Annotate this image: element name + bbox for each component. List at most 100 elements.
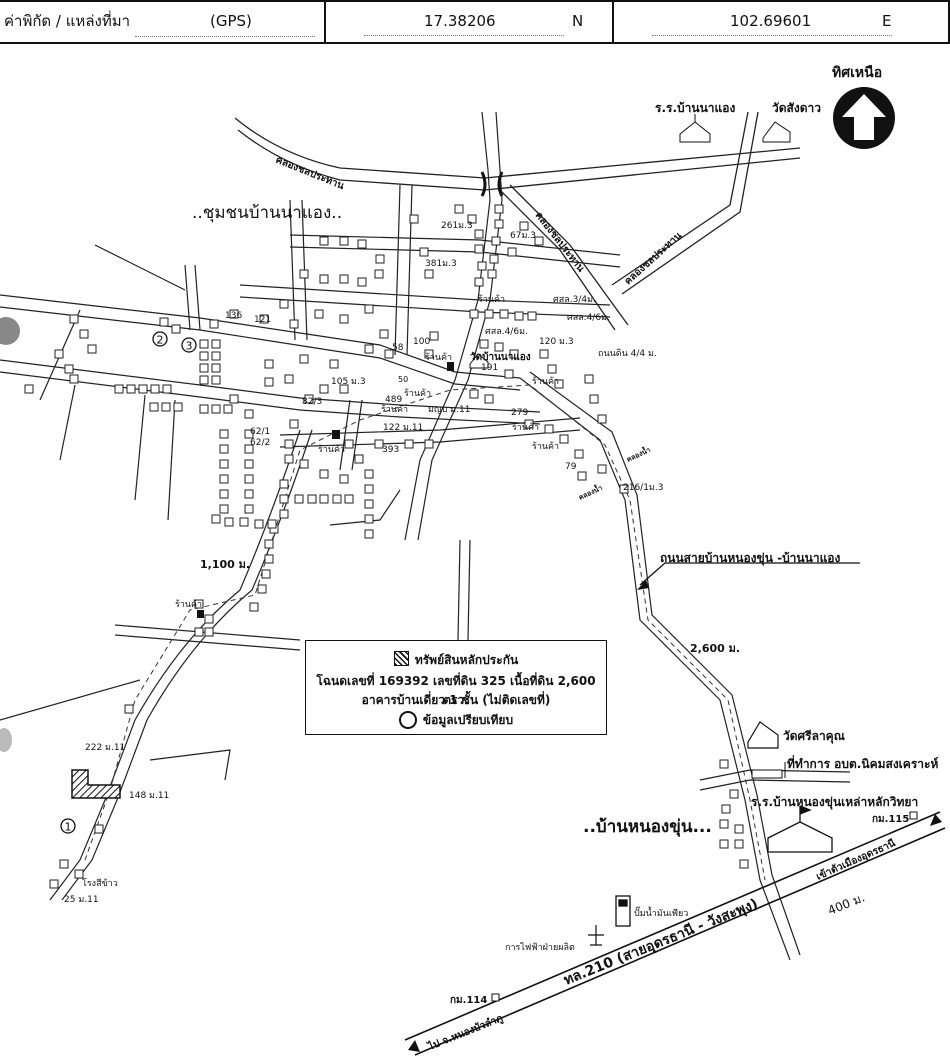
latitude-value: 17.38206: [424, 12, 496, 30]
comparison-marker-3: 3: [181, 337, 197, 353]
house-216-label: 216/1ม.3: [623, 483, 663, 493]
coordinate-header: ค่าพิกัด / แหล่งที่มา (GPS) 17.38206 N 1…: [0, 0, 950, 46]
wat-sang-dao-label: วัดสังดาว: [772, 101, 821, 115]
svg-text:3: 3: [186, 340, 193, 353]
canal-bridge: [480, 171, 504, 197]
school-na-aeng-label: ร.ร.บ้านนาแอง: [655, 101, 735, 115]
house-279-label: 279: [511, 408, 528, 418]
house-121-label: 121: [254, 315, 271, 325]
comparison-marker-2: 2: [152, 331, 168, 347]
north-label: ทิศเหนือ: [832, 65, 882, 81]
house-393-label: 393: [382, 445, 399, 455]
shop-label-8: ร้านค้า: [318, 444, 345, 455]
latitude-cell: 17.38206 N: [324, 0, 614, 44]
house-62-1-label: 62/1: [250, 427, 270, 437]
house-25-label: 25 ม.11: [64, 895, 99, 905]
community-na-aeng-label: ..ชุมชนบ้านนาแอง..: [192, 203, 342, 223]
latitude-dir: N: [572, 12, 584, 30]
community-nong-khun-label: ..บ้านหนองขุ่น...: [583, 817, 712, 837]
comparison-marker-1: 1: [60, 818, 76, 834]
irrigation-canal-east: [611, 111, 759, 295]
irrigation-canal-top: [234, 117, 801, 191]
circle-swatch-icon: [398, 711, 417, 729]
school-icon-nong-khun: [767, 805, 833, 853]
wat-na-aeng-label: วัดบ้านนาแอง: [470, 351, 531, 363]
temple-icon-ban-na-aeng: [469, 353, 489, 369]
km-marker-115-icon: [909, 811, 918, 820]
gas-station-label: ปั๊มน้ำมันเพียว: [634, 906, 688, 919]
gas-station-icon: [615, 895, 631, 927]
house-50-label: 50: [398, 375, 408, 384]
coord-source: (GPS): [210, 12, 252, 30]
svg-text:2: 2: [157, 334, 164, 347]
shop-markers: [197, 362, 454, 618]
collateral-land-plot: [71, 769, 121, 799]
house-58-label: 58: [392, 343, 404, 353]
road-pointer-arrowhead: [637, 580, 649, 590]
house-82-label: 82/3: [302, 397, 322, 407]
house-blocks: [24, 204, 749, 889]
irrigation-canal-south: [499, 184, 629, 331]
north-arrow-icon: [833, 87, 895, 149]
electricity-label: การไฟฟ้าฝ่ายผลิต: [505, 942, 575, 953]
temple-icon-sang-dao: [762, 121, 791, 143]
legend-collateral: ทรัพย์สินหลักประกัน: [414, 653, 519, 667]
shop-label-6: ร้านค้า: [512, 422, 539, 433]
coord-label-cell: ค่าพิกัด / แหล่งที่มา (GPS): [0, 0, 326, 44]
shop-label-9: ร้านค้า: [175, 599, 202, 610]
route-dashed-line: [84, 384, 766, 881]
school-nong-khun-label: ร.ร.บ้านหนองขุ่นเหล่าหลักวิทยา: [751, 795, 918, 810]
village-roads: [0, 111, 851, 961]
km-114-label: กม.114: [450, 995, 487, 1006]
road-name-label: ถนนสายบ้านหนองขุ่น -บ้านนาแอง: [660, 551, 841, 566]
location-map: 1 2 3 ทิศเหนือ: [0, 65, 946, 1056]
distance-400-label: 400 ม.: [826, 890, 867, 917]
km-115-label: กม.115: [872, 814, 909, 825]
longitude-underline: [652, 35, 892, 36]
house-120-label: 120 ม.3: [539, 337, 574, 347]
legend-collateral-row: ทรัพย์สินหลักประกัน: [306, 651, 606, 670]
coord-label: ค่าพิกัด / แหล่งที่มา: [4, 12, 131, 30]
small-canal-label-2: คลองน้ำ: [624, 443, 652, 464]
legend-comparison: ข้อมูลเปรียบเทียบ: [422, 713, 514, 727]
house-261-label: 261ม.3: [441, 221, 473, 231]
hatch-swatch-icon: [393, 651, 409, 666]
small-canal-label-1: คลองน้ำ: [576, 481, 604, 502]
house-191-label: 191: [481, 363, 498, 373]
sao-office-label: ที่ทำการ อบต.นิคมสงเคราะห์: [787, 755, 938, 771]
shop-label-1: ร้านค้า: [478, 294, 505, 305]
svg-text:1: 1: [65, 821, 72, 834]
house-122-label: 122 ม.11: [383, 423, 423, 433]
house-79-label: 79: [565, 462, 577, 472]
map-labels: ..ชุมชนบ้านนาแอง.. ..บ้านหนองขุ่น... ร.ร…: [64, 101, 938, 1054]
office-icon: [751, 762, 786, 779]
house-381-label: 381ม.3: [425, 259, 457, 269]
kosl-b-label: ศสล.4/6ม.: [485, 327, 528, 337]
shop-label-5: ร้านค้า: [381, 404, 408, 415]
house-148-label: 148 ม.11: [129, 791, 169, 801]
house-489-label: 489: [385, 395, 402, 405]
shop-label-2: ร้านค้า: [425, 352, 452, 363]
map-legend: ทรัพย์สินหลักประกัน โฉนดเลขที่ 169392 เล…: [305, 640, 607, 735]
electricity-icon: [588, 925, 604, 946]
house-105-label: 105 ม.3: [331, 377, 366, 387]
km-marker-114-icon: [491, 993, 500, 1002]
shop-label-3: ร้านค้า: [532, 376, 559, 387]
distance-1100-label: 1,100 ม.: [200, 558, 250, 571]
distance-2600-label: 2,600 ม.: [690, 642, 740, 655]
wat-sri-la-khun-label: วัดศรีลาคุณ: [783, 729, 845, 744]
canal-east-label: คลองชลประทาน: [622, 230, 684, 288]
house-136-label: 136: [225, 311, 242, 321]
school-icon-na-aeng: [679, 114, 711, 143]
house-67-label: 67ม.3: [510, 231, 536, 241]
legend-deed: โฉนดเลขที่ 169392 เลขที่ดิน 325 เนื้อที่…: [316, 674, 596, 707]
legend-building: อาคารบ้านเดี่ยว 1 ชั้น (ไม่ติดเลขที่): [361, 693, 551, 707]
shop-label-4: ร้านค้า: [404, 388, 431, 399]
temple-icon-sri-la-khun: [747, 721, 779, 749]
road-name-pointer: [639, 562, 860, 586]
latitude-underline: [364, 35, 564, 36]
house-100-label: 100: [413, 337, 430, 347]
house-62-2-label: 62/2: [250, 438, 270, 448]
map-edge-blob-2: [0, 728, 12, 752]
longitude-dir: E: [882, 12, 892, 30]
